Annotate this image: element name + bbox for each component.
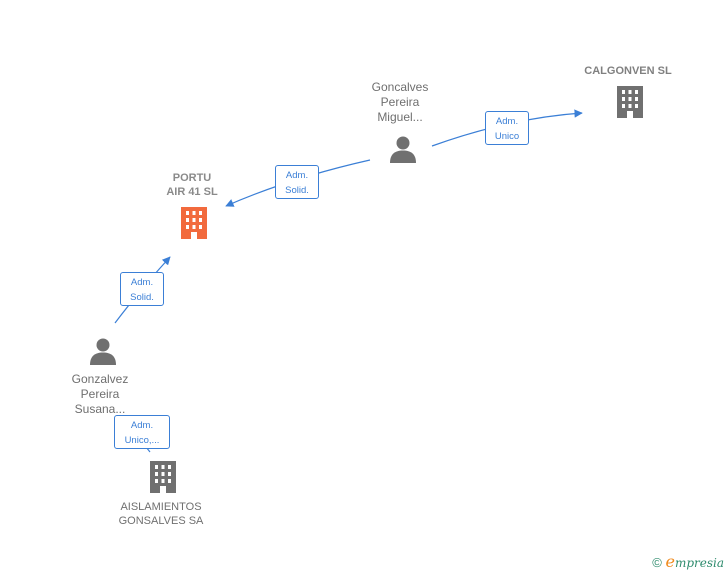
edge-label-gonzalvez-portu[interactable]: Adm. Solid. bbox=[120, 272, 164, 306]
calgonven-label[interactable]: CALGONVEN SL bbox=[584, 65, 672, 77]
goncalves-line1: Goncalves bbox=[371, 80, 429, 94]
portu-line2: AIR 41 SL bbox=[166, 186, 218, 198]
edge-label-line2: Solid. bbox=[130, 292, 154, 303]
portu-label[interactable]: PORTU AIR 41 SL bbox=[140, 171, 244, 199]
brand-logo-e: e bbox=[665, 552, 675, 571]
edge-label-goncalves-portu[interactable]: Adm. Solid. bbox=[275, 165, 319, 199]
aislamientos-line1: AISLAMIENTOS bbox=[120, 501, 202, 513]
edge-label-line1: Adm. bbox=[130, 420, 154, 431]
aislamientos-building-icon[interactable] bbox=[147, 459, 179, 495]
edge-label-line2: Unico bbox=[494, 131, 520, 142]
edge-label-line1: Adm. bbox=[285, 170, 309, 181]
aislamientos-line2: GONSALVES SA bbox=[118, 515, 204, 527]
aislamientos-label[interactable]: AISLAMIENTOS GONSALVES SA bbox=[100, 500, 222, 528]
goncalves-label[interactable]: Goncalves Pereira Miguel... bbox=[350, 80, 450, 125]
edge-label-line2: Unico,... bbox=[124, 435, 160, 446]
edge-label-line1: Adm. bbox=[130, 277, 154, 288]
portu-building-icon[interactable] bbox=[178, 205, 210, 241]
edge-label-line2: Solid. bbox=[285, 185, 309, 196]
brand-name: mpresia bbox=[674, 556, 724, 570]
gonzalvez-person-icon[interactable] bbox=[88, 336, 118, 366]
goncalves-person-icon[interactable] bbox=[388, 134, 418, 164]
footer-brand: © empresia bbox=[652, 552, 724, 571]
calgonven-building-icon[interactable] bbox=[614, 84, 646, 120]
edge-label-goncalves-calgonven[interactable]: Adm. Unico bbox=[485, 111, 529, 145]
goncalves-line3: Miguel... bbox=[377, 110, 423, 124]
gonzalvez-line1: Gonzalvez bbox=[71, 372, 129, 386]
portu-line1: PORTU bbox=[172, 172, 212, 184]
edge-label-gonzalvez-aislamientos[interactable]: Adm. Unico,... bbox=[114, 415, 170, 449]
gonzalvez-line2: Pereira bbox=[80, 387, 120, 401]
goncalves-line2: Pereira bbox=[380, 95, 420, 109]
copyright-icon: © bbox=[652, 555, 662, 570]
gonzalvez-line3: Susana... bbox=[74, 402, 126, 416]
edge-label-line1: Adm. bbox=[495, 116, 519, 127]
gonzalvez-label[interactable]: Gonzalvez Pereira Susana... bbox=[50, 372, 150, 417]
